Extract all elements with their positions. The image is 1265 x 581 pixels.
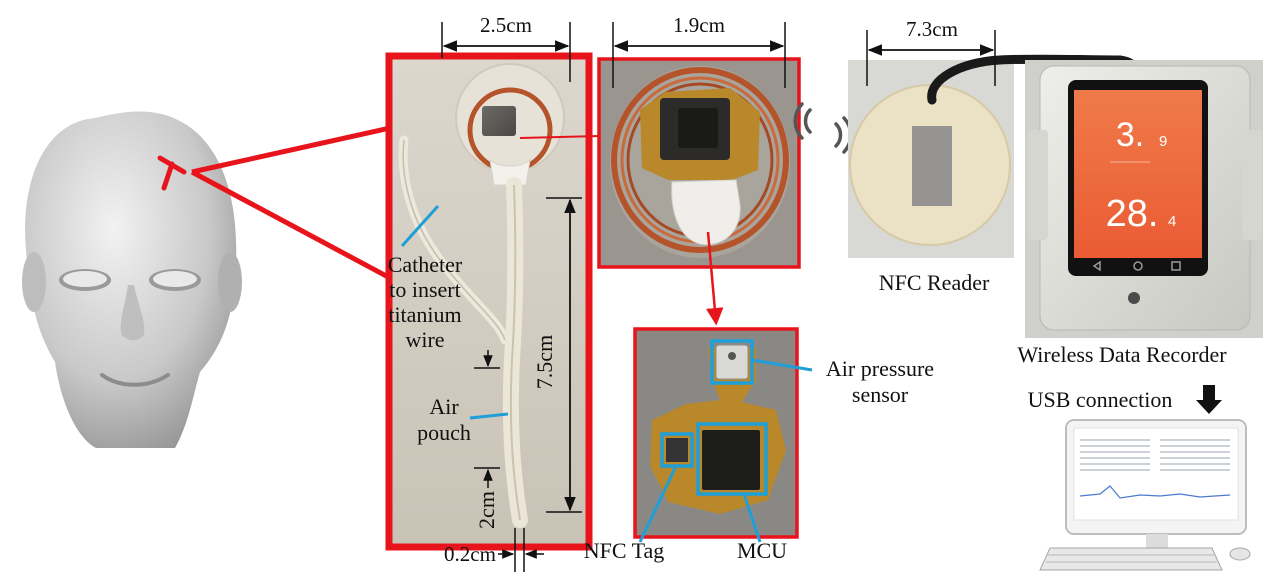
- nfc-tag-label-text: NFC Tag: [584, 538, 665, 563]
- phone-nav-bar: [1092, 260, 1181, 272]
- wireless-signal-icon: [793, 102, 853, 154]
- screen-value-1: 3.: [1116, 116, 1144, 154]
- air-pouch-label-line2: pouch: [417, 420, 471, 445]
- recorder-screen: [1074, 90, 1202, 258]
- nfc-reader-photo: [848, 54, 1145, 258]
- air-pressure-label-line2: sensor: [852, 382, 909, 407]
- zoom-arrow: [706, 231, 724, 326]
- screen-value-1-decimal: 9: [1159, 133, 1167, 150]
- mouth: [100, 373, 170, 387]
- dimension-device-width: 2.5cm: [441, 13, 571, 82]
- nfc-tag-chip: [666, 438, 688, 462]
- dimension-catheter-length: 7.5cm: [532, 197, 582, 513]
- air-pressure-label-line1: Air pressure: [826, 356, 934, 381]
- mcu-chip: [702, 430, 760, 490]
- wireless-data-recorder-label: Wireless Data Recorder: [1017, 342, 1227, 367]
- zoom-connector: [190, 125, 392, 281]
- dimension-reader-width: 7.3cm: [866, 17, 996, 86]
- nose: [120, 285, 145, 341]
- computer-mouse: [1229, 547, 1251, 561]
- air-pressure-chip: [715, 344, 749, 380]
- coil-zoom-frame: [597, 57, 801, 269]
- recorder-button: [1128, 292, 1140, 304]
- nfc-reader-label: NFC Reader: [879, 270, 990, 295]
- device-board: [482, 106, 516, 136]
- air-pressure-callout-box: [710, 339, 754, 385]
- sensor-board-photo: [636, 330, 796, 536]
- mcu-label: MCU: [737, 493, 787, 563]
- nfc-tag-callout-box: [660, 432, 694, 468]
- mcu-label-text: MCU: [737, 538, 787, 563]
- screen-value-2-decimal: 4: [1168, 213, 1176, 230]
- air-pouch-label-line1: Air: [429, 394, 459, 419]
- head-model: [22, 111, 242, 449]
- left-ear: [22, 252, 46, 312]
- dim-label-2-5cm: 2.5cm: [480, 13, 532, 37]
- dim-label-2cm: 2cm: [474, 491, 499, 529]
- dimension-board-width: 1.9cm: [612, 13, 786, 88]
- nfc-tag-label: NFC Tag: [584, 465, 678, 563]
- dimension-pouch-length: 2cm: [474, 350, 500, 529]
- air-pouch-label: Air pouch: [417, 394, 509, 445]
- air-pressure-label: Air pressure sensor: [751, 356, 934, 407]
- usb-arrow: [1196, 385, 1222, 414]
- dim-label-0-2cm: 0.2cm: [444, 542, 496, 566]
- dim-label-1-9cm: 1.9cm: [673, 13, 725, 37]
- catheter-label-line4: wire: [405, 327, 444, 352]
- implant-marker: [157, 155, 187, 191]
- dimension-catheter-diameter: 0.2cm: [444, 528, 544, 572]
- device-photo: [390, 58, 587, 546]
- computer-keyboard: [1039, 547, 1223, 571]
- dim-label-7-5cm: 7.5cm: [532, 335, 557, 389]
- wireless-data-recorder-photo: 3. 9 28. 4: [1025, 60, 1263, 338]
- coil-zoom-photo: [600, 60, 798, 266]
- screen-value-2: 28.: [1106, 193, 1159, 235]
- reader-antenna-mesh: [912, 126, 952, 206]
- catheter-label-line3: titanium: [388, 302, 461, 327]
- catheter-label: Catheter to insert titanium wire: [388, 204, 463, 352]
- right-ear: [218, 252, 242, 312]
- catheter-label-line2: to insert: [389, 277, 461, 302]
- device-frame: [385, 52, 593, 551]
- head-shape: [25, 111, 237, 449]
- dim-label-7-3cm: 7.3cm: [906, 17, 958, 41]
- computer-monitor: [1065, 419, 1247, 548]
- catheter-label-line1: Catheter: [388, 252, 463, 277]
- sensor-board-frame: [633, 327, 799, 539]
- mcu-callout-box: [696, 422, 768, 496]
- usb-connection-label: USB connection: [1028, 387, 1173, 412]
